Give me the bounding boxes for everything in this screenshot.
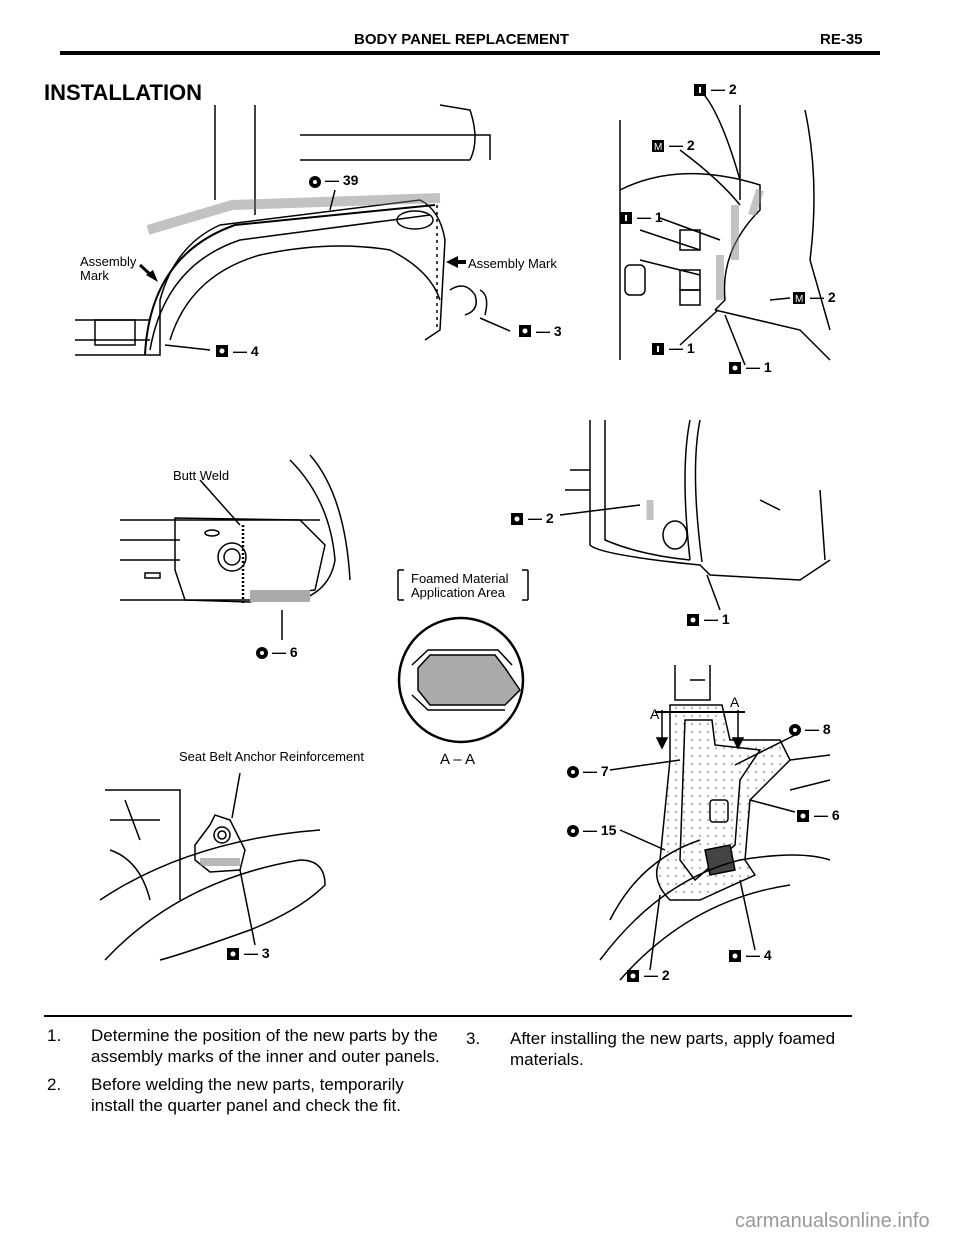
callout-i-1-top: — 1 <box>637 209 663 225</box>
callout-6-weld: — 6 <box>272 644 298 660</box>
figure-pillar-upper <box>619 89 831 366</box>
step-text: After installing the new parts, apply fo… <box>510 1029 836 1069</box>
section-aa-label: A – A <box>440 751 476 768</box>
callout-8: — 8 <box>805 721 831 737</box>
callout-marker-icons-fig4 <box>511 513 699 626</box>
callout-i-2: — 2 <box>711 81 737 97</box>
assembly-mark-right-label: Assembly Mark <box>468 256 557 271</box>
step-number: 2. <box>47 1075 62 1094</box>
callout-marker-icons-fig1 <box>216 176 531 357</box>
callout-6-pillar: — 6 <box>814 807 840 823</box>
callout-marker-icons-fig6 <box>567 724 809 982</box>
figure-quarter-lower <box>559 419 831 611</box>
figure-center-pillar <box>599 665 831 981</box>
callout-2-quarter: — 2 <box>528 510 554 526</box>
step-number: 1. <box>47 1026 62 1045</box>
callout-marker-icons-fig3 <box>256 647 268 659</box>
seat-belt-anchor-label: Seat Belt Anchor Reinforcement <box>179 749 364 764</box>
step-text: Determine the position of the new parts … <box>91 1026 440 1066</box>
header-rule <box>60 51 880 55</box>
step-number: 3. <box>466 1029 481 1048</box>
watermark: carmanualsonline.info <box>735 1210 930 1232</box>
butt-weld-label: Butt Weld <box>173 468 230 483</box>
callout-2-pillar: — 2 <box>644 967 670 983</box>
step-2: 2. Before welding the new parts, tempora… <box>47 1074 457 1118</box>
assembly-mark-left-label: Assembly Mark <box>80 254 137 283</box>
arrow-icon <box>138 256 466 282</box>
figure-wheelhouse <box>75 104 491 356</box>
svg-text:M: M <box>795 294 803 305</box>
figure-seat-belt-anchor <box>99 772 326 961</box>
step-text: Before welding the new parts, temporaril… <box>91 1075 404 1115</box>
callout-39: — 39 <box>325 172 359 188</box>
section-mark-a-right: A <box>730 694 740 710</box>
callout-15: — 15 <box>583 822 617 838</box>
callout-3-anchor: — 3 <box>244 945 270 961</box>
step-3: 3. After installing the new parts, apply… <box>466 1028 866 1072</box>
callout-m-2-top: — 2 <box>669 137 695 153</box>
callout-marker-icons-fig2: M M <box>620 84 805 374</box>
callout-i-1-bottom: — 1 <box>669 340 695 356</box>
callout-m-2-right: — 2 <box>810 289 836 305</box>
page-ref: RE-35 <box>820 31 863 48</box>
callout-marker-icons-fig5 <box>227 948 239 960</box>
callout-3-fig1: — 3 <box>536 323 562 339</box>
callout-4: — 4 <box>233 343 259 359</box>
section-title: BODY PANEL REPLACEMENT <box>354 31 570 48</box>
section-mark-a-left: A <box>650 706 660 722</box>
callout-spot-1: — 1 <box>746 359 772 375</box>
figure-section-aa <box>397 569 529 744</box>
page-heading: INSTALLATION <box>44 80 203 105</box>
foamed-material-label: Foamed Material Application Area <box>411 571 509 600</box>
callout-1-quarter: — 1 <box>704 611 730 627</box>
svg-text:M: M <box>654 142 662 153</box>
callout-7: — 7 <box>583 763 609 779</box>
callout-4-pillar: — 4 <box>746 947 772 963</box>
figure-butt-weld <box>120 454 351 640</box>
step-1: 1. Determine the position of the new par… <box>47 1025 457 1069</box>
